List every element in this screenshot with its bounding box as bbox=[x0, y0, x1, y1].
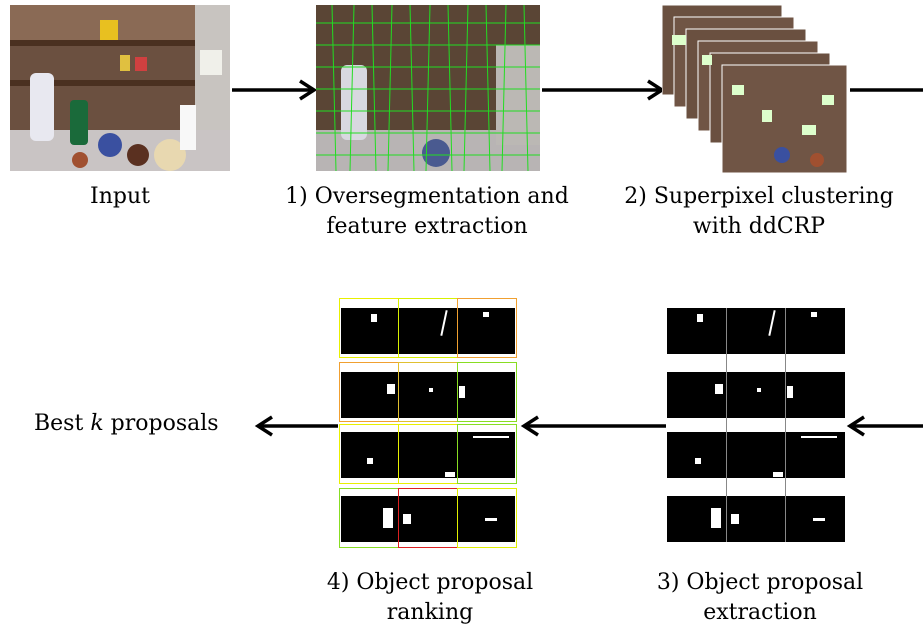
proposal-tile bbox=[667, 372, 845, 418]
rank-frame bbox=[398, 488, 458, 548]
arrow-step2-out bbox=[850, 88, 923, 92]
rank-frame bbox=[339, 488, 399, 548]
rank-frame bbox=[339, 362, 399, 422]
arrow-into-step3 bbox=[846, 415, 923, 437]
caption-step1: 1) Oversegmentation and feature extracti… bbox=[285, 184, 569, 239]
rank-frame bbox=[339, 424, 399, 484]
proposal-tile bbox=[667, 432, 845, 478]
rank-frame bbox=[398, 362, 458, 422]
proposal-tile bbox=[341, 432, 515, 478]
caption-step3: 3) Object proposal extraction bbox=[656, 570, 864, 625]
caption-step2: 2) Superpixel clustering with ddCRP bbox=[624, 184, 894, 239]
oversegmentation-image bbox=[316, 5, 540, 171]
arrow-step4-to-output bbox=[254, 415, 338, 437]
rank-frame bbox=[398, 298, 458, 358]
rank-frame bbox=[398, 424, 458, 484]
arrow-input-to-step1 bbox=[232, 79, 318, 101]
rank-frame bbox=[339, 298, 399, 358]
caption-step4: 4) Object proposal ranking bbox=[326, 570, 534, 625]
rank-frame bbox=[457, 298, 517, 358]
output-label: Best k proposals bbox=[34, 411, 219, 436]
proposal-tile bbox=[667, 308, 845, 354]
ranked-proposals-grid bbox=[339, 298, 519, 550]
rank-frame bbox=[457, 362, 517, 422]
rank-frame bbox=[457, 488, 517, 548]
arrow-step1-to-step2 bbox=[542, 79, 666, 101]
caption-input: Input bbox=[90, 184, 150, 209]
proposal-tile bbox=[341, 372, 515, 418]
arrow-step3-to-step4 bbox=[520, 415, 666, 437]
superpixel-clustering-stack bbox=[662, 5, 852, 175]
input-image bbox=[10, 5, 230, 171]
rank-frame bbox=[457, 424, 517, 484]
proposal-extraction-grid bbox=[667, 298, 847, 550]
